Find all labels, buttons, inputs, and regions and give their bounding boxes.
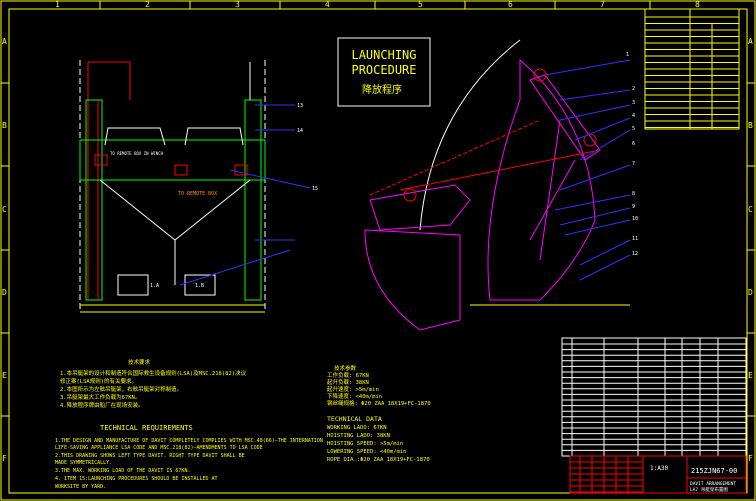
- balloon: 14: [297, 128, 303, 134]
- data-line: WORKING LADO: 67KN: [327, 425, 387, 431]
- technical-requirements: TECHNICAL REQUIREMENTS 1.THE DESIGN AND …: [55, 424, 323, 490]
- data-line: HOISTING LADO: 38KN: [327, 433, 390, 439]
- row-label: E: [2, 371, 7, 380]
- row-label: F: [2, 454, 7, 463]
- row-label: E: [748, 371, 753, 380]
- note-line: 2.本图所示为左舷吊艇架，右舷吊艇架对称制造。: [60, 385, 182, 393]
- balloon: 2: [632, 86, 635, 92]
- balloon: 1: [626, 52, 629, 58]
- balloon: 12: [632, 251, 638, 257]
- technical-data-heading: TECHNICAL DATA: [327, 415, 382, 423]
- parts-list: [561, 337, 747, 457]
- column-label: 2: [145, 0, 150, 9]
- column-label: 1: [55, 0, 60, 9]
- drawing-name: LA7 吊艇架布置图: [690, 486, 728, 493]
- front-view: TO REMOTE BOX IN WINCH TO REMOTE BOX 1.A…: [79, 60, 311, 313]
- row-label: D: [748, 288, 753, 297]
- remote-box-note: TO REMOTE BOX: [178, 191, 217, 197]
- technical-requirements-heading: TECHNICAL REQUIREMENTS: [100, 424, 193, 432]
- column-label: 7: [600, 0, 605, 9]
- balloon: 9: [632, 204, 635, 210]
- note-line: 2.THIS DRAWING SHOWS LEFT TYPE DAVIT. RI…: [55, 453, 245, 459]
- load-label: 1.B: [195, 283, 204, 289]
- column-label: 8: [695, 0, 700, 9]
- balloon: 4: [632, 113, 635, 119]
- column-label: 6: [508, 0, 513, 9]
- remote-box-note: TO REMOTE BOX IN WINCH: [110, 151, 164, 156]
- cn-technical-data: 技术参数 工作负载: 67KN 起升负载: 38KN 起升速度: >5m/min…: [327, 364, 431, 407]
- row-label: C: [748, 205, 753, 214]
- balloon: 13: [297, 103, 303, 109]
- parameter-table: [644, 8, 740, 130]
- technical-data: TECHNICAL DATA WORKING LADO: 67KN HOISTI…: [327, 415, 430, 463]
- item-balloons: 1 2 3 4 5 6 7 8 9 10 11 12 13 14 15: [297, 52, 638, 257]
- row-label: D: [2, 288, 7, 297]
- note-line: 4.降放程序牌由船厂在现场安装。: [60, 401, 144, 409]
- cn-requirements: 技术要求 1.本吊艇架的设计和制造符合国际救生设备规则(LSA)及MSC.218…: [60, 358, 247, 409]
- cn-requirements-heading: 技术要求: [128, 358, 151, 366]
- note-line: 修正案(LSA规则)的有关要求。: [60, 377, 137, 385]
- column-label: 5: [418, 0, 423, 9]
- balloon: 8: [632, 191, 635, 197]
- note-line: WORKSITE BY YARD.: [55, 484, 106, 490]
- cn-data-heading: 技术参数: [334, 364, 357, 372]
- data-line: 下降速度: <40m/min: [327, 392, 382, 400]
- balloon: 6: [632, 141, 635, 147]
- balloon: 11: [632, 236, 638, 242]
- note-line: 3.THE MAX. WORKING LOAD OF THE DAVIT IS …: [55, 468, 190, 474]
- note-line: 4. ITEM 15:LAUNCHING PROCEDURES SHOULD B…: [55, 476, 218, 482]
- data-line: 起升负载: 38KN: [327, 378, 369, 386]
- row-label: F: [748, 454, 753, 463]
- title-line2: PROCEDURE: [351, 63, 416, 77]
- row-label: B: [2, 121, 7, 130]
- data-line: LOWERING SPEED: <40m/min: [327, 449, 406, 455]
- data-line: HOISTING SPEED: >5m/min: [327, 441, 403, 447]
- data-line: 起升速度: >5m/min: [327, 385, 379, 393]
- title-block: 1:A30 215ZJN67-00 DAVIT ARRANGEMENT LA7 …: [569, 455, 747, 494]
- column-label: 4: [325, 0, 330, 9]
- title-line1: LAUNCHING: [351, 48, 416, 62]
- load-label: 1.A: [150, 283, 159, 289]
- note-line: 1.THE DESIGN AND MANUFACTURE OF DAVIT CO…: [55, 438, 323, 444]
- title-cn: 降放程序: [362, 83, 402, 96]
- balloon: 15: [312, 186, 318, 192]
- note-line: 3.吊艇架最大工作负载为67KN。: [60, 393, 140, 401]
- data-line: ROPE DIA.:Φ20 ZAA 18X19+FC-1870: [327, 457, 430, 463]
- data-line: 工作负载: 67KN: [327, 371, 369, 379]
- note-line: MADE SYMMETRICALLY.: [55, 460, 112, 466]
- row-label: B: [748, 121, 753, 130]
- side-view: [364, 39, 631, 331]
- balloon: 7: [632, 161, 635, 167]
- balloon: 10: [632, 216, 638, 222]
- column-label: 3: [235, 0, 240, 9]
- balloon: 3: [632, 100, 635, 106]
- balloon: 5: [632, 126, 635, 132]
- note-line: 1.本吊艇架的设计和制造符合国际救生设备规则(LSA)及MSC.218(82)决…: [60, 369, 247, 377]
- row-label: C: [2, 205, 7, 214]
- row-label: A: [748, 37, 753, 46]
- note-line: LIFE-SAVING APPLIANCE LSA CODE AND MSC.2…: [55, 445, 263, 451]
- scale-label: 1:A30: [650, 465, 668, 472]
- data-line: 钢丝绳规格: Φ20 ZAA 18X19+FC-1870: [327, 399, 431, 407]
- drawing-number: 215ZJN67-00: [691, 467, 737, 475]
- launching-procedure-box: LAUNCHING PROCEDURE 降放程序: [337, 37, 431, 107]
- row-label: A: [2, 37, 7, 46]
- drawing-name: DAVIT ARRANGEMENT: [690, 481, 736, 487]
